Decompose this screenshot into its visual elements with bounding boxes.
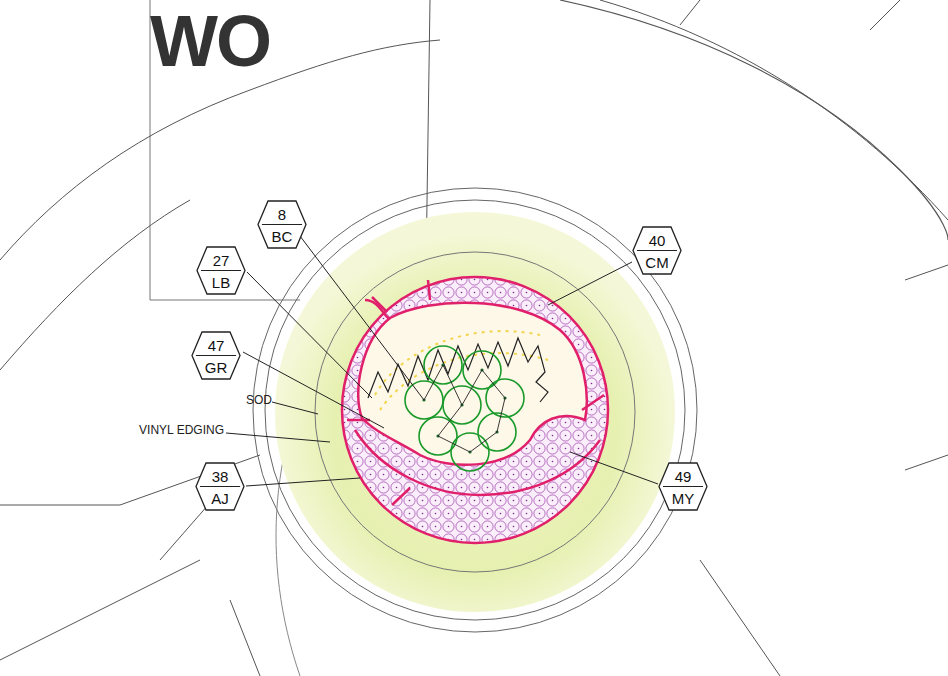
vinyl-edging-line — [315, 252, 635, 572]
leader-lines — [226, 236, 658, 486]
sod-lawn — [275, 212, 675, 612]
callout-number: 27 — [196, 249, 246, 272]
callout-number: 49 — [658, 465, 708, 488]
planting-bed — [342, 277, 608, 543]
callout-hexagon: 40CM — [632, 226, 682, 275]
plant-code: CM — [632, 252, 682, 272]
plant-code: MY — [658, 488, 708, 508]
callout-hexagon: 47GR — [191, 331, 241, 380]
callout-number: 8 — [257, 203, 307, 226]
callout-hexagon: 27LB — [196, 246, 246, 295]
material-label: VINYL EDGING — [139, 424, 224, 437]
callout-number: 40 — [632, 229, 682, 252]
material-label: SOD — [246, 394, 272, 407]
callout-hexagon: 38AJ — [195, 462, 245, 511]
plant-code: BC — [257, 226, 307, 246]
site-lettering: WO — [150, 2, 270, 81]
callout-hexagon: 49MY — [658, 462, 708, 511]
plant-code: LB — [196, 272, 246, 292]
plant-code: GR — [191, 357, 241, 377]
callout-number: 47 — [191, 334, 241, 357]
plant-code: AJ — [195, 488, 245, 508]
callout-number: 38 — [195, 465, 245, 488]
callout-hexagon: 8BC — [257, 200, 307, 249]
